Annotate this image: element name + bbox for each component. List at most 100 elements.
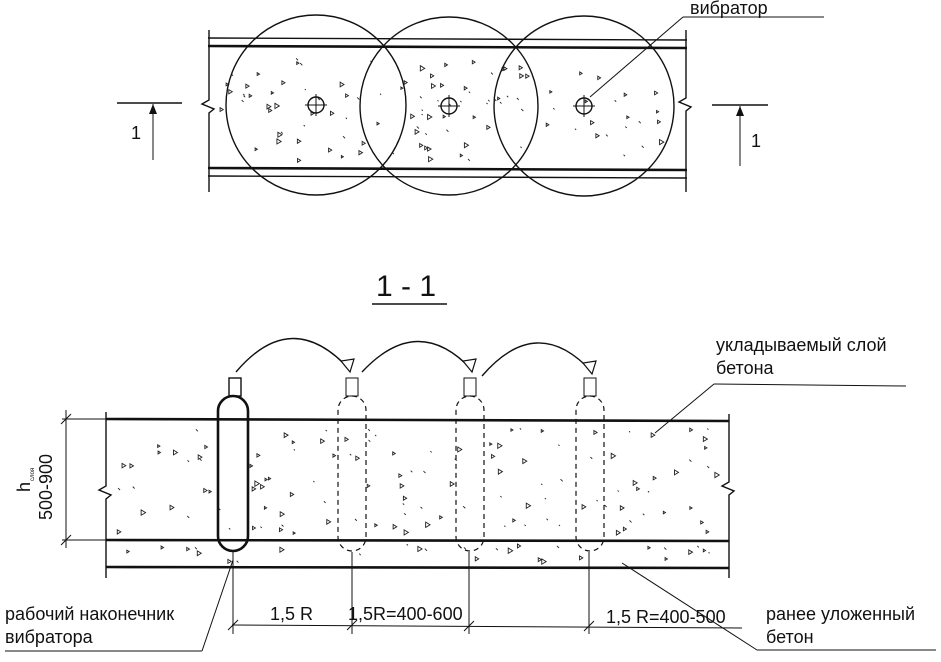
plan-view: вибратор 1 1 <box>117 0 824 197</box>
aggregate-mark <box>267 476 272 481</box>
aggregate-mark <box>624 126 628 129</box>
aggregate-mark <box>266 103 272 110</box>
aggregate-mark <box>688 459 692 462</box>
previous-layer-label-line2: бетон <box>766 627 814 647</box>
aggregate-mark <box>402 503 405 506</box>
aggregate-mark <box>242 93 245 96</box>
aggregate-mark <box>355 455 361 462</box>
aggregate-mark <box>647 490 650 493</box>
influence-circle-2 <box>359 16 539 196</box>
aggregate-mark <box>516 97 520 101</box>
aggregate-mark <box>140 509 147 517</box>
aggregate-mark <box>623 154 626 157</box>
aggregate-mark <box>442 114 447 119</box>
aggregate-mark <box>520 108 524 112</box>
aggregate-mark <box>463 141 470 149</box>
aggregate-mark <box>421 109 424 112</box>
aggregate-mark <box>499 101 502 104</box>
aggregate-mark <box>552 107 555 110</box>
aggregate-mark <box>424 548 428 552</box>
aggregate-mark <box>260 526 263 529</box>
aggregate-mark <box>270 90 275 95</box>
aggregate-mark <box>293 449 296 451</box>
thickness-subscript: слоя <box>30 468 36 481</box>
aggregate-mark <box>544 497 547 500</box>
aggregate-mark <box>274 102 281 110</box>
spacing-dimension-2: 1,5R=400-600 <box>348 604 463 624</box>
aggregate-mark <box>632 479 639 487</box>
aggregate-mark <box>459 153 464 158</box>
aggregate-mark <box>507 547 514 555</box>
aggregate-mark <box>615 529 622 536</box>
aggregate-mark <box>491 453 496 459</box>
aggregate-mark <box>706 465 710 469</box>
aggregate-mark <box>490 72 494 75</box>
aggregate-mark <box>636 486 641 492</box>
aggregate-mark <box>169 504 175 511</box>
aggregate-mark <box>590 119 595 126</box>
previous-layer-label-line1: ранее уложенный <box>766 604 915 624</box>
aggregate-mark <box>593 429 598 436</box>
aggregate-mark <box>512 518 517 523</box>
aggregate-mark <box>410 470 413 473</box>
aggregate-mark <box>540 428 545 434</box>
aggregate-mark <box>342 135 346 139</box>
aggregate-mark <box>376 121 381 126</box>
aggregate-mark <box>228 88 234 95</box>
previous-layer-leader <box>621 562 936 651</box>
aggregate-mark <box>421 113 423 116</box>
aggregate-mark <box>399 482 405 489</box>
aggregate-mark <box>471 59 477 65</box>
aggregate-mark <box>605 134 609 137</box>
aggregate-mark <box>584 99 589 104</box>
aggregate-mark <box>241 99 244 103</box>
plan-aggregate-texture <box>219 57 665 164</box>
plan-break-line-left <box>200 30 216 192</box>
aggregate-mark <box>468 91 471 94</box>
aggregate-mark <box>291 440 296 445</box>
aggregate-mark <box>663 547 667 551</box>
vibrator-label: вибратор <box>690 0 768 18</box>
aggregate-mark <box>689 427 694 433</box>
aggregate-mark <box>243 95 246 98</box>
aggregate-mark <box>446 129 449 132</box>
aggregate-mark <box>597 75 602 81</box>
aggregate-mark <box>428 155 434 163</box>
vibrator-next-position-2 <box>455 377 485 552</box>
aggregate-mark <box>126 549 131 554</box>
aggregate-mark <box>249 463 254 469</box>
aggregate-mark <box>610 452 617 460</box>
aggregate-mark <box>392 451 397 456</box>
aggregate-mark <box>642 513 645 516</box>
vibrator-next-position-3 <box>575 377 605 552</box>
aggregate-mark <box>454 458 458 462</box>
aggregate-mark <box>516 543 522 549</box>
aggregate-mark <box>558 524 561 527</box>
aggregate-mark <box>556 545 560 549</box>
aggregate-mark <box>641 145 644 149</box>
aggregate-mark <box>251 486 257 492</box>
aggregate-mark <box>132 486 135 489</box>
tip-label-line2: вибратора <box>5 627 94 647</box>
aggregate-mark <box>487 99 490 102</box>
aggregate-mark <box>430 450 432 453</box>
aggregate-mark <box>650 432 656 439</box>
aggregate-mark <box>457 446 463 453</box>
plan-slab-bottom-edge-inner <box>207 166 688 172</box>
aggregate-mark <box>356 97 360 100</box>
aggregate-mark <box>427 146 432 152</box>
aggregate-mark <box>489 442 493 447</box>
placed-layer-leader <box>654 383 907 434</box>
aggregate-mark <box>654 90 659 96</box>
influence-circle-3 <box>493 15 675 197</box>
aggregate-mark <box>486 102 488 105</box>
aggregate-mark <box>299 62 303 66</box>
aggregate-mark <box>279 546 285 553</box>
aggregate-mark <box>619 504 625 511</box>
aggregate-mark <box>345 117 348 120</box>
aggregate-mark <box>558 444 560 447</box>
aggregate-mark <box>313 480 315 483</box>
aggregate-mark <box>317 97 321 101</box>
layer-top-line <box>105 417 730 423</box>
aggregate-mark <box>248 93 253 99</box>
